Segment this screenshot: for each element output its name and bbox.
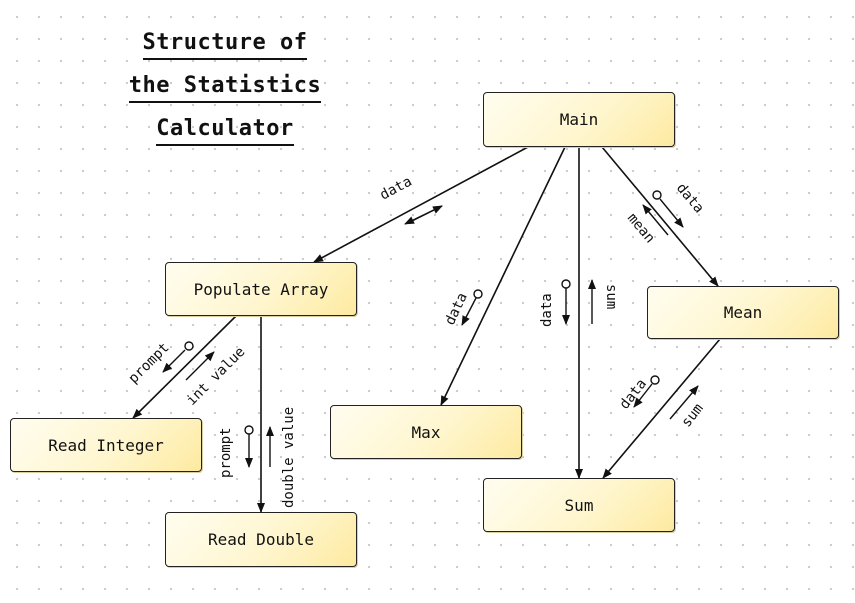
node-mean: Mean bbox=[647, 286, 839, 339]
node-populate-array: Populate Array bbox=[165, 262, 357, 316]
flow-main-sum-dot bbox=[561, 279, 571, 289]
flow-main-populate-arrow-back bbox=[404, 205, 443, 225]
label-main-populate-data: data bbox=[377, 174, 414, 204]
flow-main-max-dot bbox=[473, 289, 483, 299]
diagram-title-line-1: Structure of bbox=[120, 30, 330, 60]
flow-prompt-int-arrow bbox=[162, 349, 186, 373]
connector-populate-read-integer bbox=[132, 315, 237, 419]
connector-mean-sum bbox=[602, 338, 721, 479]
diagram-title-line-3: Calculator bbox=[120, 116, 330, 146]
connector-main-max bbox=[440, 146, 566, 406]
node-read-double: Read Double bbox=[165, 512, 357, 567]
label-sum-main-sum: sum bbox=[603, 284, 619, 309]
label-read-double-double-value: double value bbox=[281, 407, 297, 508]
flow-prompt-double-dot bbox=[244, 425, 254, 435]
flow-mean-main-arrow bbox=[642, 204, 669, 236]
node-main: Main bbox=[483, 92, 675, 147]
diagram-title-line-2: the Statistics bbox=[120, 73, 330, 103]
label-read-integer-int-value: int value bbox=[184, 344, 249, 409]
node-mean-label: Mean bbox=[723, 303, 763, 322]
node-sum: Sum bbox=[483, 478, 675, 532]
node-main-label: Main bbox=[559, 110, 599, 129]
label-populate-double-prompt: prompt bbox=[218, 427, 234, 478]
node-read-double-label: Read Double bbox=[208, 530, 314, 549]
connector-main-populate bbox=[313, 146, 529, 263]
label-main-mean-data: data bbox=[673, 180, 707, 216]
node-populate-array-label: Populate Array bbox=[193, 279, 329, 299]
node-read-integer: Read Integer bbox=[10, 418, 202, 472]
connector-main-mean bbox=[601, 146, 719, 287]
flow-sum-mean-arrow bbox=[669, 385, 699, 420]
node-max-label: Max bbox=[411, 422, 441, 442]
node-max: Max bbox=[330, 405, 522, 459]
label-main-sum-data: data bbox=[539, 293, 555, 327]
node-sum-label: Sum bbox=[564, 495, 594, 515]
label-main-max-data: data bbox=[442, 290, 471, 327]
flow-main-mean-dot bbox=[652, 190, 662, 200]
flow-mean-sum-dot bbox=[650, 375, 660, 385]
label-mean-sum-data: data bbox=[617, 376, 650, 412]
node-read-integer-label: Read Integer bbox=[48, 435, 164, 455]
flow-main-mean-arrow bbox=[659, 198, 684, 228]
label-populate-int-prompt: prompt bbox=[126, 340, 173, 387]
flow-main-max-arrow bbox=[461, 297, 477, 326]
flow-mean-sum-arrow bbox=[633, 383, 653, 408]
flow-int-value-arrow bbox=[185, 351, 215, 381]
flow-prompt-int-dot bbox=[184, 341, 194, 351]
label-sum-mean-sum: sum bbox=[679, 401, 707, 431]
